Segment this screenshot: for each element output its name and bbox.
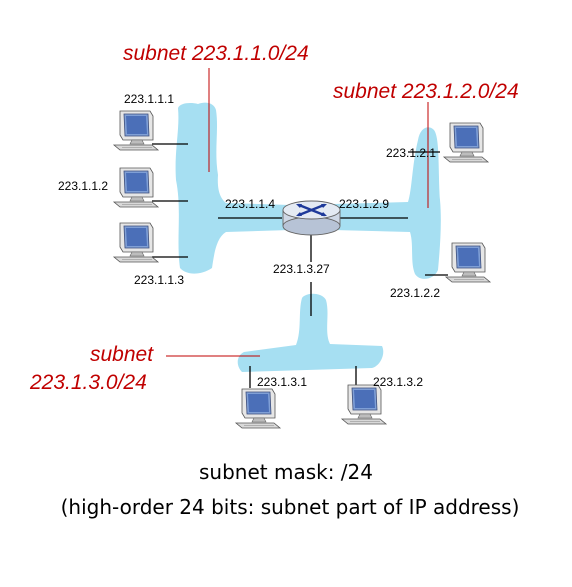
desktop-computer-icon (443, 122, 489, 163)
subnet-2-cloud (333, 127, 441, 279)
subnet-1-label: subnet 223.1.1.0/24 (123, 42, 309, 65)
host-223-1-1-3 (113, 222, 159, 263)
host-223-1-2-1 (443, 122, 489, 163)
router-icon (282, 200, 341, 236)
desktop-computer-icon (235, 388, 281, 429)
subnet-1-cloud (175, 102, 290, 274)
router-interface-label: 223.1.1.4 (225, 197, 275, 211)
desktop-computer-icon (113, 222, 159, 263)
caption-line-1: subnet mask: /24 (199, 460, 373, 484)
host-ip-label: 223.1.1.3 (134, 273, 184, 287)
host-223-1-3-1 (235, 388, 281, 429)
subnet-3-cloud (237, 293, 384, 372)
host-223-1-3-2 (341, 384, 387, 425)
host-ip-label: 223.1.3.1 (257, 375, 307, 389)
links (152, 143, 448, 388)
host-223-1-1-2 (113, 167, 159, 208)
subnet-2-label: subnet 223.1.2.0/24 (333, 80, 519, 103)
desktop-computer-icon (445, 242, 491, 283)
subnet-3-label-line2: 223.1.3.0/24 (29, 371, 147, 394)
desktop-computer-icon (113, 110, 159, 151)
host-ip-label: 223.1.2.1 (386, 146, 436, 160)
host-ip-label: 223.1.2.2 (390, 286, 440, 300)
router-interface-label: 223.1.3.27 (273, 262, 330, 276)
host-223-1-2-2 (445, 242, 491, 283)
host-223-1-1-1 (113, 110, 159, 151)
desktop-computer-icon (341, 384, 387, 425)
subnet-3-label-line1: subnet (90, 343, 154, 366)
host-ip-label: 223.1.3.2 (373, 375, 423, 389)
desktop-computer-icon (113, 167, 159, 208)
subnet-label-pointers (166, 68, 429, 357)
router-interface-label: 223.1.2.9 (339, 197, 389, 211)
host-ip-label: 223.1.1.2 (58, 179, 108, 193)
host-ip-label: 223.1.1.1 (124, 92, 174, 106)
caption-line-2: (high-order 24 bits: subnet part of IP a… (61, 495, 520, 519)
